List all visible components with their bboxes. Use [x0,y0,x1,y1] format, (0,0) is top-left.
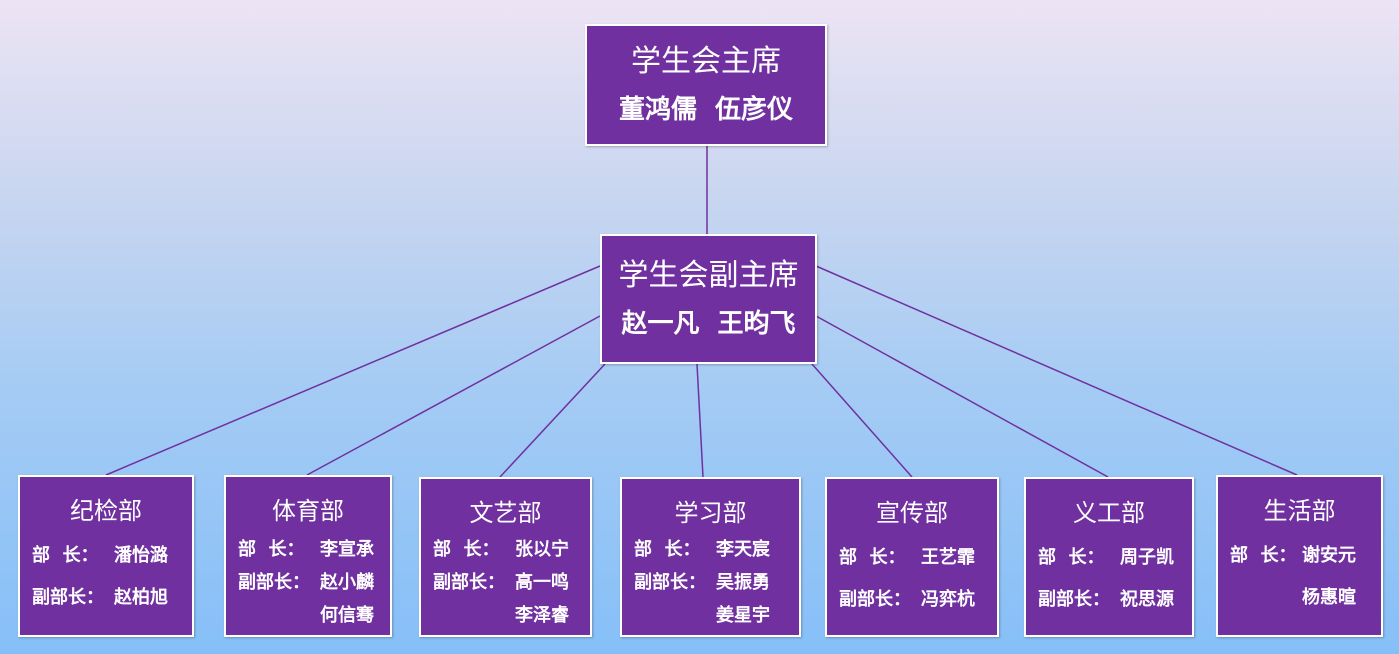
head-label: 部 长： [1230,545,1297,566]
vice-president-box: 学生会副主席 赵一凡 王昀飞 [600,234,817,364]
deputy-name: 高一鸣 [515,572,569,593]
dept-box-xuexi: 学习部 部 长： 李天宸 副部长： 吴振勇 姜星宇 [620,477,801,637]
head-name: 张以宁 [515,539,569,560]
head-label: 部 长： [634,539,701,560]
president-box: 学生会主席 董鸿儒 伍彦仪 [585,24,827,146]
dept-box-shenghuo: 生活部 部 长： 谢安元 杨惠暄 [1216,475,1383,637]
deputy-name-2: 李泽睿 [515,605,569,626]
head-name: 潘怡潞 [114,545,168,566]
connector-wenyi [499,363,606,478]
dept-box-yigong: 义工部 部 长： 周子凯 副部长： 祝思源 [1024,477,1194,637]
head-label: 部 长： [433,539,500,560]
dept-name: 义工部 [1073,499,1145,527]
head-name: 李宣承 [320,539,374,560]
dept-name: 体育部 [272,497,344,525]
dept-name: 纪检部 [70,497,142,525]
head-label: 部 长： [238,539,305,560]
head-label: 部 长： [32,545,99,566]
head-name-2: 杨惠暄 [1302,587,1356,608]
vice-president-title: 学生会副主席 [618,258,799,293]
connector-xuanchuan [811,363,913,478]
deputy-name: 吴振勇 [716,572,770,593]
president-names: 董鸿儒 伍彦仪 [618,95,794,125]
deputy-label: 副部长： [839,589,911,610]
deputy-name: 赵小麟 [320,572,374,593]
deputy-label: 副部长： [433,572,505,593]
deputy-label: 副部长： [634,572,706,593]
deputy-name: 冯弈杭 [921,589,975,610]
dept-name: 宣传部 [876,499,948,527]
head-name: 王艺霏 [921,547,975,568]
head-name: 周子凯 [1120,547,1174,568]
connector-tiyu [306,315,601,476]
connector-xuexi [696,363,704,478]
vice-president-names: 赵一凡 王昀飞 [621,309,796,339]
connector-shenghuo [815,265,1298,476]
deputy-name: 赵柏旭 [114,587,168,608]
dept-box-xuanchuan: 宣传部 部 长： 王艺霏 副部长： 冯弈杭 [825,477,999,637]
dept-name: 生活部 [1263,497,1336,525]
head-label: 部 长： [1038,547,1105,568]
head-name: 谢安元 [1302,545,1356,566]
head-name: 李天宸 [716,539,770,560]
deputy-label: 副部长： [238,572,310,593]
dept-box-jijian: 纪检部 部 长： 潘怡潞 副部长： 赵柏旭 [18,475,194,637]
deputy-name-2: 姜星宇 [716,605,770,626]
president-title: 学生会主席 [631,44,781,79]
head-label: 部 长： [839,547,906,568]
deputy-label: 副部长： [32,587,104,608]
dept-box-tiyu: 体育部 部 长： 李宣承 副部长： 赵小麟 何信骞 [224,475,392,637]
dept-name: 学习部 [674,499,747,527]
deputy-label: 副部长： [1038,589,1110,610]
dept-box-wenyi: 文艺部 部 长： 张以宁 副部长： 高一鸣 李泽睿 [419,477,592,637]
deputy-name-2: 何信骞 [320,605,374,626]
deputy-name: 祝思源 [1120,589,1174,610]
dept-name: 文艺部 [469,499,542,527]
connector-jijian [105,265,601,476]
connector-yigong [815,315,1109,478]
